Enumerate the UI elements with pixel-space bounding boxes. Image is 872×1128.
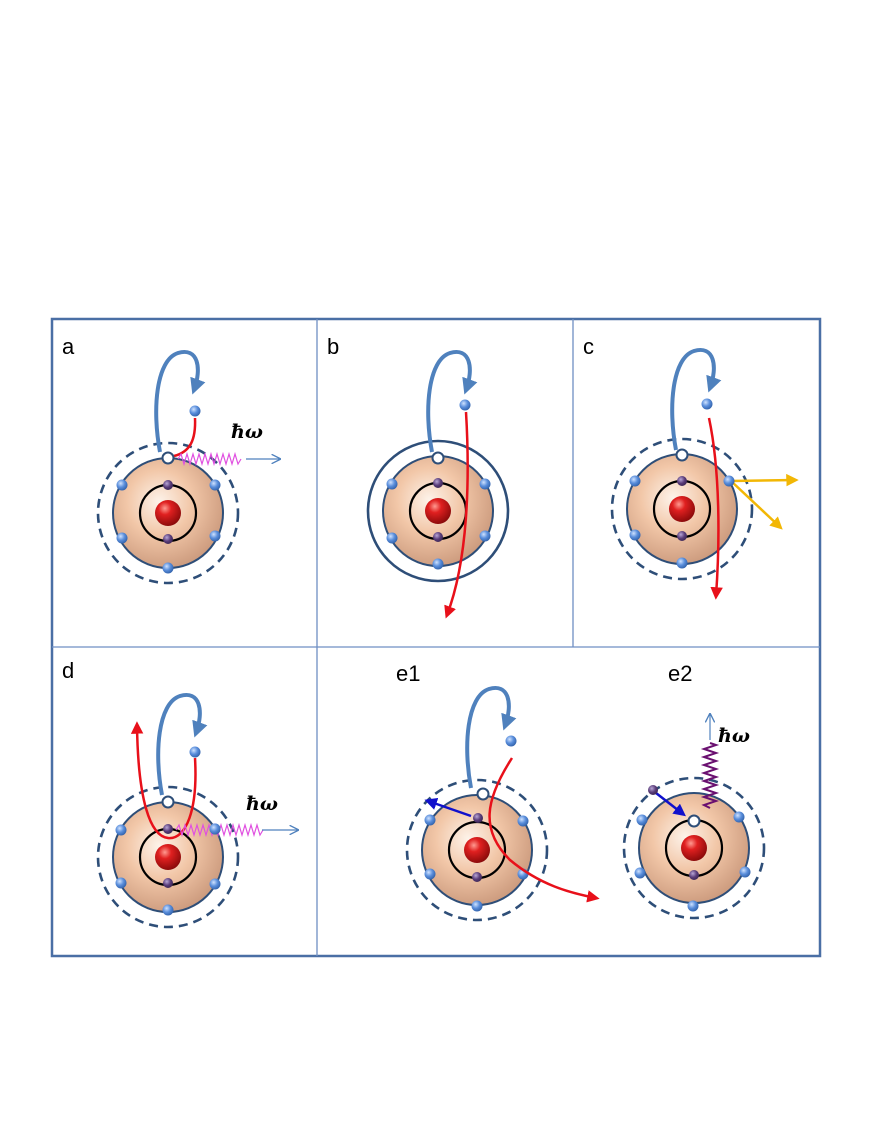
panel-label-e2: e2: [668, 661, 692, 686]
photon-wave-vertical: [700, 742, 720, 809]
panel-label-b: b: [327, 334, 339, 359]
panel-a: a ħω: [62, 334, 280, 585]
outer-electron: [116, 479, 128, 491]
nucleus: [155, 500, 181, 526]
outer-electron: [629, 529, 641, 541]
outer-shell-solid: [366, 439, 510, 583]
outer-electron: [432, 558, 444, 570]
outer-electron: [209, 530, 221, 542]
outer-electron: [209, 878, 221, 890]
projectile-electron: [189, 746, 201, 758]
outer-electron: [471, 900, 483, 912]
inner-electron: [689, 870, 699, 880]
photon-label-e2: ħω: [718, 725, 750, 747]
outer-electron: [687, 900, 699, 912]
electron-path: [444, 411, 469, 619]
secondary-particle-arrow: [730, 473, 799, 487]
electron-path: [707, 417, 723, 600]
panel-b: b: [327, 334, 510, 619]
outer-electron: [209, 823, 221, 835]
panel-label-e1: e1: [396, 661, 420, 686]
nucleus: [425, 498, 451, 524]
outer-electron: [424, 814, 436, 826]
outer-electron: [115, 824, 127, 836]
outer-electron: [115, 877, 127, 889]
outer-electron: [634, 867, 646, 879]
outer-electron: [116, 532, 128, 544]
inner-electron: [163, 824, 173, 834]
outer-electron: [479, 530, 491, 542]
vacancy-hole: [161, 451, 175, 465]
nucleus: [464, 837, 490, 863]
inner-electron: [648, 785, 658, 795]
panel-e2: e2 ħω: [622, 661, 766, 920]
projectile-electron: [505, 735, 517, 747]
photon-label-a: ħω: [231, 421, 263, 443]
projectile-electron: [189, 405, 201, 417]
panel-label-c: c: [583, 334, 594, 359]
panel-label-d: d: [62, 658, 74, 683]
inner-electron: [677, 531, 687, 541]
inner-electron: [677, 476, 687, 486]
nucleus: [155, 844, 181, 870]
projectile-electron: [459, 399, 471, 411]
vacancy-hole: [675, 448, 689, 462]
outer-shell-dashed: [405, 778, 549, 922]
outer-electron: [162, 562, 174, 574]
vacancy-hole: [161, 795, 175, 809]
outer-electron: [424, 868, 436, 880]
electron-transition-arrow: [655, 792, 686, 817]
vacancy-hole: [476, 787, 490, 801]
panel-label-a: a: [62, 334, 75, 359]
panel-e1: e1: [396, 661, 600, 922]
nucleus: [669, 496, 695, 522]
inner-electron: [473, 813, 483, 823]
panel-c: c: [583, 334, 799, 600]
electron-path: [173, 417, 197, 458]
outer-electron: [386, 532, 398, 544]
electron-path: [130, 721, 197, 840]
vacancy-hole: [431, 451, 445, 465]
inner-electron: [433, 532, 443, 542]
outer-electron: [733, 811, 745, 823]
incoming-electron-loop: [156, 692, 208, 796]
outer-electron: [386, 478, 398, 490]
incoming-electron-loop: [670, 347, 722, 451]
outer-electron: [676, 557, 688, 569]
incoming-electron-loop: [154, 349, 206, 453]
inner-electron: [472, 872, 482, 882]
outer-shell-dashed: [96, 441, 240, 585]
incoming-electron-loop: [465, 685, 517, 789]
ejected-electron-arrow: [424, 797, 472, 818]
photon-wave: [177, 451, 242, 467]
outer-electron: [209, 479, 221, 491]
inner-electron: [163, 534, 173, 544]
nucleus: [681, 835, 707, 861]
outer-shell-dashed: [610, 437, 754, 581]
electron-path: [488, 757, 600, 903]
vacancy-hole: [687, 814, 701, 828]
inner-electron: [433, 478, 443, 488]
outer-electron: [517, 815, 529, 827]
projectile-electron: [701, 398, 713, 410]
figure-frame: [50, 317, 822, 958]
photon-label-d: ħω: [246, 793, 278, 815]
panel-d: d ħω: [62, 658, 298, 929]
inner-electron: [163, 878, 173, 888]
outer-shell-dashed: [96, 785, 240, 929]
outer-electron: [636, 814, 648, 826]
outer-electron: [723, 475, 735, 487]
secondary-particle-arrow: [730, 480, 783, 530]
outer-shell-dashed: [622, 776, 766, 920]
outer-electron: [162, 904, 174, 916]
outer-electron: [479, 478, 491, 490]
outer-electron: [629, 475, 641, 487]
inner-electron: [163, 480, 173, 490]
outer-electron: [739, 866, 751, 878]
incoming-electron-loop: [426, 349, 478, 453]
